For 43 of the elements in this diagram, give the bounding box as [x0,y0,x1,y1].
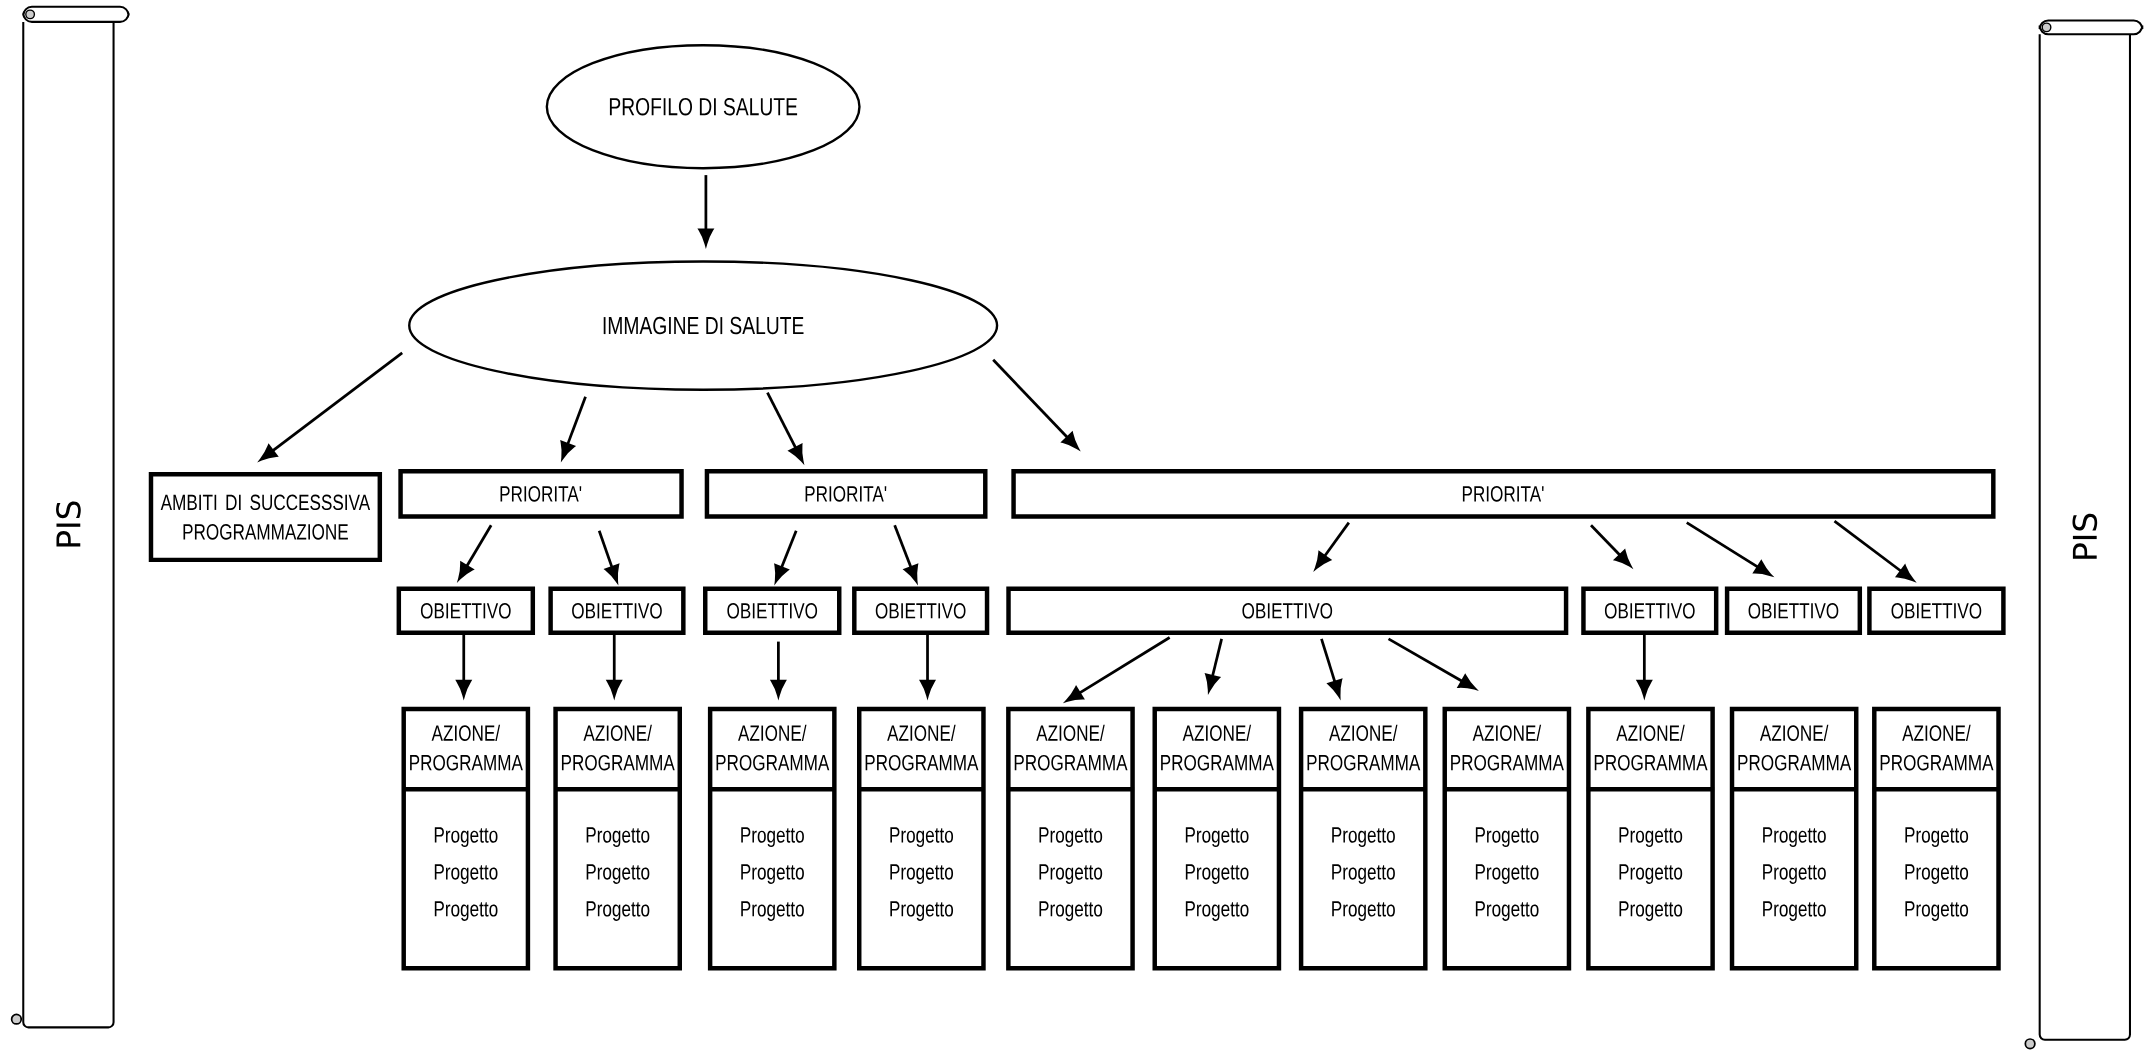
arrow [992,359,1079,450]
text-box: PRIORITA' [1011,469,1996,519]
text-box: PRIORITA' [704,469,988,519]
action-box: AZIONE/ PROGRAMMA Progetto Progetto Progetto [1006,706,1135,971]
action-box: AZIONE/ PROGRAMMA Progetto Progetto Progetto [1729,706,1859,971]
text-box: OBIETTIVO [548,586,686,636]
node-label: PIS [2072,513,2098,559]
action-box: AZIONE/ PROGRAMMA Progetto Progetto Progetto [401,706,531,971]
arrow [774,530,798,583]
action-box: AZIONE/ PROGRAMMA Progetto Progetto Progetto [553,706,682,971]
arrow [1833,520,1914,582]
action-box: AZIONE/ PROGRAMMA Progetto Progetto Progetto [857,706,986,971]
arrow [259,352,404,461]
arrow [698,175,714,246]
text-box: OBIETTIVO [703,586,842,636]
action-box: AZIONE/ PROGRAMMA Progetto Progetto Progetto [1152,706,1282,971]
scroll-banner: PIS [10,6,130,1029]
text-box: AMBITI DI SUCCESSSIVA PROGRAMMAZIONE [148,472,383,563]
text-box: OBIETTIVO [852,586,990,636]
action-box: AZIONE/ PROGRAMMA Progetto Progetto Progetto [1442,706,1572,971]
text-box: OBIETTIVO [396,586,536,636]
node-label: PIS [56,501,81,547]
text-box: PRIORITA' [398,469,684,519]
text-box: OBIETTIVO [1867,586,2006,636]
action-box: AZIONE/ PROGRAMMA Progetto Progetto Progetto [1586,706,1715,971]
text-box: OBIETTIVO [1581,586,1719,636]
arrow [597,530,620,583]
arrow [1320,638,1343,698]
action-box: AZIONE/ PROGRAMMA Progetto Progetto Progetto [707,706,837,971]
arrow [893,525,919,583]
arrow [560,396,587,460]
arrow [1065,636,1171,703]
arrow [1590,524,1632,567]
arrow [458,524,493,580]
arrow [766,392,804,463]
text-box: OBIETTIVO [1724,586,1863,636]
action-box: AZIONE/ PROGRAMMA Progetto Progetto Progetto [1298,706,1428,971]
arrow [1314,521,1350,570]
action-box: AZIONE/ PROGRAMMA Progetto Progetto Progetto [1872,706,2001,971]
text-box: OBIETTIVO [1006,586,1569,636]
arrow [1205,638,1223,692]
arrow [1686,521,1772,577]
scroll-banner: PIS [2024,19,2144,1050]
